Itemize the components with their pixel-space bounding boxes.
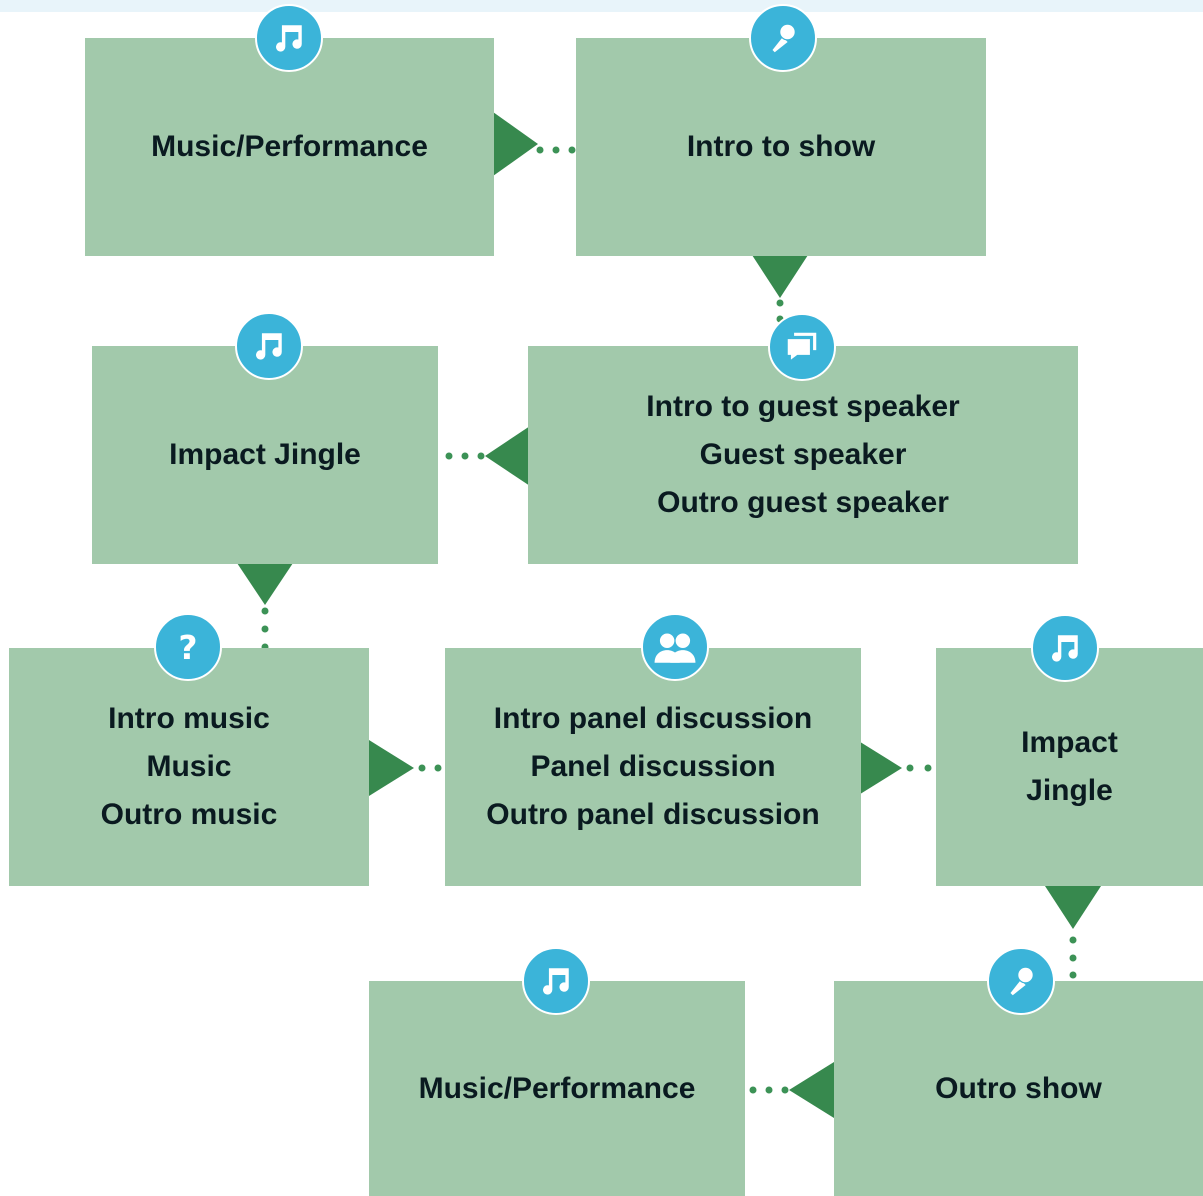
node-guest-speaker: Intro to guest speaker Guest speaker Out… [528, 346, 1078, 564]
connector-guest-to-jingle [445, 426, 530, 486]
dot [461, 452, 469, 460]
connector-jingle-to-outro-show [1045, 886, 1101, 979]
node-text-line: Outro music [100, 798, 278, 831]
question-icon: ? [154, 613, 222, 681]
dot [477, 452, 485, 460]
svg-text:?: ? [178, 629, 197, 665]
dot [1069, 936, 1077, 944]
node-text-line: Intro panel discussion [493, 702, 813, 735]
dot [434, 764, 442, 772]
node-text-line: Panel discussion [530, 750, 776, 783]
people-icon [641, 613, 709, 681]
dot [261, 625, 269, 633]
dot [1069, 971, 1077, 979]
node-panel-discussion: Intro panel discussion Panel discussion … [445, 648, 861, 886]
node-text-line: Intro to show [686, 130, 876, 163]
node-text-line: Jingle [1026, 774, 1113, 807]
arrow-head [485, 426, 530, 486]
dot [906, 764, 914, 772]
arrow-head [493, 112, 538, 176]
music-note-icon [255, 4, 323, 72]
connector-jingle-to-music-segment [237, 563, 293, 651]
arrow-head [857, 740, 902, 796]
connector-music-segment-to-panel [369, 740, 442, 796]
node-text-line: Outro guest speaker [657, 486, 949, 519]
arrow-head [237, 563, 293, 605]
dot [418, 764, 426, 772]
microphone-icon [987, 947, 1055, 1015]
node-text-line: Outro panel discussion [486, 798, 820, 831]
node-outro-show: Outro show [834, 981, 1203, 1196]
node-music-performance-1: Music/Performance [85, 38, 494, 256]
arrow-head [752, 255, 808, 298]
arrow-head [369, 740, 414, 796]
arrow-head [789, 1062, 834, 1118]
music-note-icon [1031, 614, 1099, 682]
node-text-line: Intro to guest speaker [646, 390, 960, 423]
dot [261, 607, 269, 615]
dot [1069, 954, 1077, 962]
dot [924, 764, 932, 772]
chat-bubbles-icon [768, 313, 836, 381]
dot [781, 1086, 789, 1094]
dot [765, 1086, 773, 1094]
dot [445, 452, 453, 460]
node-music-performance-2: Music/Performance [369, 981, 745, 1196]
node-music-segment: Intro music Music Outro music [9, 648, 369, 886]
dot [552, 146, 560, 154]
connector-music-to-intro-show [493, 112, 576, 176]
node-text-line: Impact [1021, 726, 1118, 759]
node-text-line: Music/Performance [418, 1071, 696, 1105]
node-text-line: Guest speaker [699, 438, 907, 471]
arrow-head [1045, 886, 1101, 929]
microphone-icon [749, 4, 817, 72]
node-text-line: Music [146, 750, 232, 783]
node-impact-jingle-1: Impact Jingle [92, 346, 438, 564]
node-impact-jingle-2: Impact Jingle [936, 648, 1203, 886]
connector-outro-show-to-music [749, 1062, 834, 1118]
dot [568, 146, 576, 154]
node-intro-to-show: Intro to show [576, 38, 986, 256]
node-text-line: Intro music [108, 702, 270, 735]
connector-panel-to-jingle [857, 740, 932, 796]
dot [776, 299, 784, 307]
node-text-line: Music/Performance [151, 130, 428, 163]
node-text-line: Impact Jingle [169, 438, 361, 471]
node-text-line: Outro show [935, 1071, 1102, 1105]
music-note-icon [522, 947, 590, 1015]
dot [749, 1086, 757, 1094]
dot [536, 146, 544, 154]
music-note-icon [235, 312, 303, 380]
